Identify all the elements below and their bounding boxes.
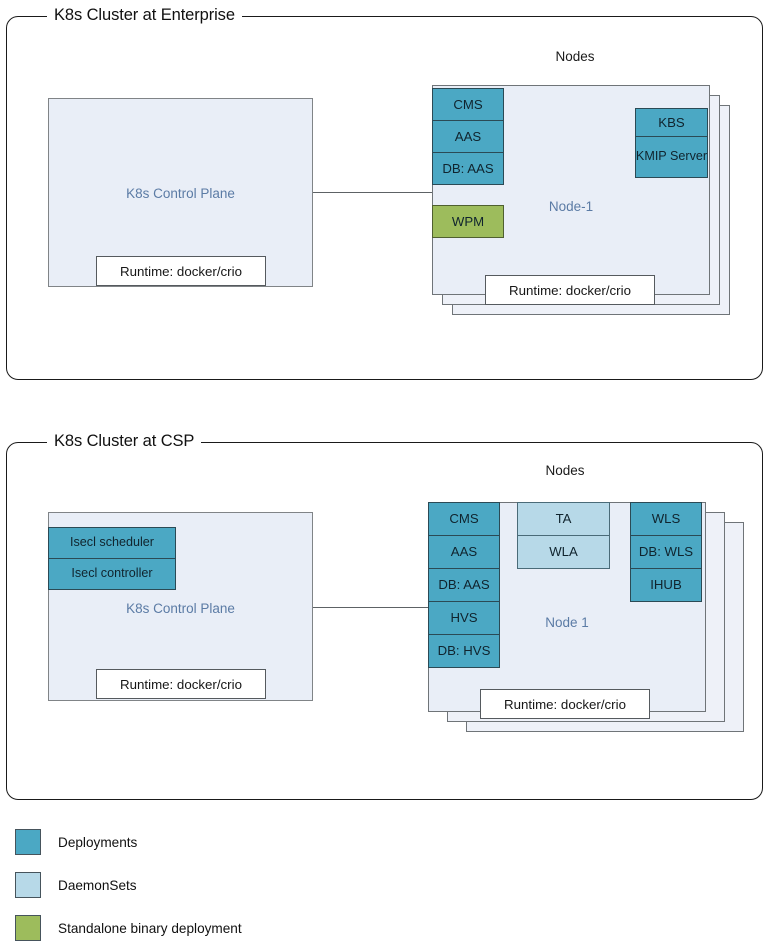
legend-item-daemonsets: DaemonSets xyxy=(15,872,137,898)
service-ta[interactable]: TA xyxy=(517,502,610,536)
legend-label-daemonsets: DaemonSets xyxy=(58,877,137,893)
service-cms-csp[interactable]: CMS xyxy=(428,502,500,536)
service-group-middle-csp: TA WLA xyxy=(517,502,610,569)
service-db-aas-csp[interactable]: DB: AAS xyxy=(428,568,500,602)
nodes-label-enterprise: Nodes xyxy=(555,49,595,64)
service-kmip-server[interactable]: KMIP Server xyxy=(635,136,708,178)
service-isecl-controller[interactable]: Isecl controller xyxy=(48,558,176,590)
node-label-enterprise: Node-1 xyxy=(548,199,594,214)
service-group-right-csp: WLS DB: WLS IHUB xyxy=(630,502,702,602)
service-cms[interactable]: CMS xyxy=(432,88,504,121)
runtime-box-control-plane-enterprise: Runtime: docker/crio xyxy=(96,256,266,286)
service-wls[interactable]: WLS xyxy=(630,502,702,536)
legend-swatch-standalone-binary xyxy=(15,915,41,941)
service-db-hvs-csp[interactable]: DB: HVS xyxy=(428,634,500,668)
service-isecl-scheduler[interactable]: Isecl scheduler xyxy=(48,527,176,559)
legend-swatch-daemonsets xyxy=(15,872,41,898)
service-wpm[interactable]: WPM xyxy=(432,205,504,238)
service-wla[interactable]: WLA xyxy=(517,535,610,569)
service-db-aas[interactable]: DB: AAS xyxy=(432,152,504,185)
service-group-left-csp: CMS AAS DB: AAS HVS DB: HVS xyxy=(428,502,500,668)
service-kbs[interactable]: KBS xyxy=(635,108,708,137)
service-group-right-enterprise: KBS KMIP Server xyxy=(635,108,708,178)
cluster-csp-title: K8s Cluster at CSP xyxy=(47,432,202,451)
connector-enterprise xyxy=(313,192,433,193)
cluster-enterprise-title: K8s Cluster at Enterprise xyxy=(47,6,242,25)
service-aas[interactable]: AAS xyxy=(432,120,504,153)
runtime-box-control-plane-csp: Runtime: docker/crio xyxy=(96,669,266,699)
control-plane-enterprise: K8s Control Plane xyxy=(48,98,313,287)
service-aas-csp[interactable]: AAS xyxy=(428,535,500,569)
service-db-wls[interactable]: DB: WLS xyxy=(630,535,702,569)
connector-csp xyxy=(313,607,428,608)
legend-label-deployments: Deployments xyxy=(58,834,138,850)
service-ihub[interactable]: IHUB xyxy=(630,568,702,602)
legend-swatch-deployments xyxy=(15,829,41,855)
service-group-standalone-enterprise: WPM xyxy=(432,205,504,238)
legend-label-standalone-binary: Standalone binary deployment xyxy=(58,920,242,936)
legend-item-standalone-binary: Standalone binary deployment xyxy=(15,915,242,941)
service-group-left-enterprise: CMS AAS DB: AAS xyxy=(432,88,504,185)
service-group-control-plane-csp: Isecl scheduler Isecl controller xyxy=(48,527,176,591)
legend-item-deployments: Deployments xyxy=(15,829,137,855)
runtime-box-node-csp: Runtime: docker/crio xyxy=(480,689,650,719)
legend: Deployments DaemonSets Standalone binary… xyxy=(0,812,400,942)
service-hvs-csp[interactable]: HVS xyxy=(428,601,500,635)
runtime-box-node-enterprise: Runtime: docker/crio xyxy=(485,275,655,305)
control-plane-label-csp: K8s Control Plane xyxy=(126,601,235,616)
nodes-label-csp: Nodes xyxy=(545,463,585,478)
control-plane-label-enterprise: K8s Control Plane xyxy=(126,186,235,201)
node-label-csp: Node 1 xyxy=(545,615,589,630)
